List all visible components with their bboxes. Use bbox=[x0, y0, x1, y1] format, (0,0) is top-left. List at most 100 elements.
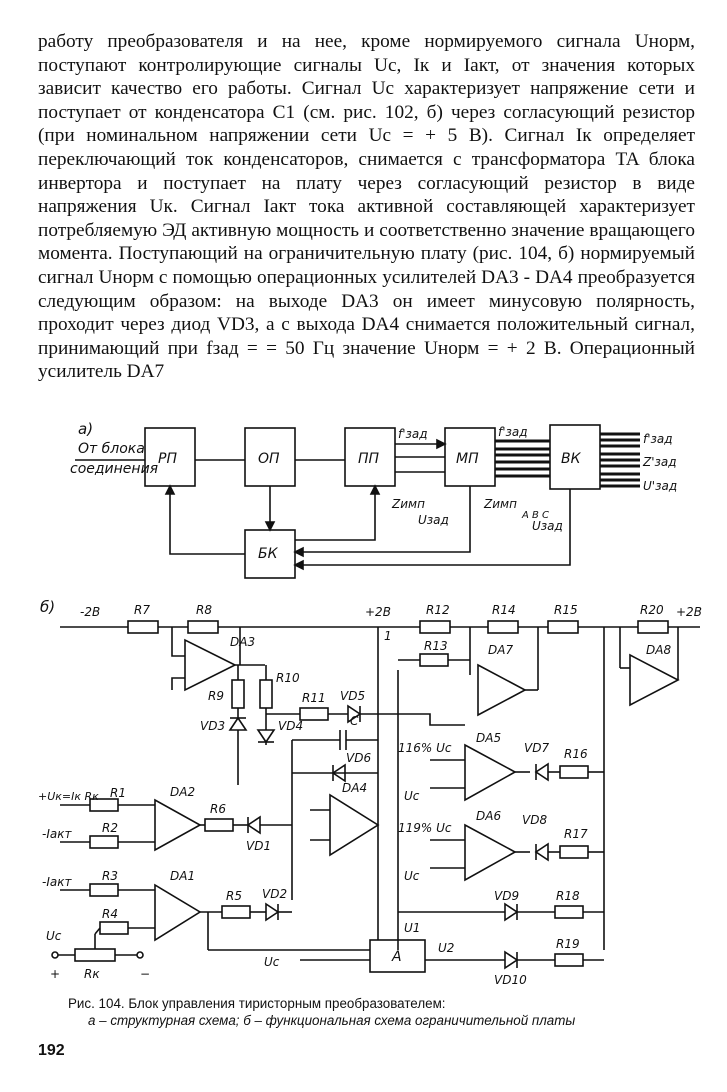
body-paragraph: работу преобразователя и на нее, кроме н… bbox=[38, 31, 695, 383]
resistor-r19 bbox=[554, 953, 584, 967]
label-vd2: VD2 bbox=[262, 887, 287, 901]
diode-vd4 bbox=[256, 729, 276, 744]
figure-104: а) От блока соединения РП ОП ПП МП ВК БК… bbox=[38, 420, 702, 987]
label-r12: R12 bbox=[426, 603, 450, 617]
resistor-r4 bbox=[99, 921, 129, 935]
opamp-da7 bbox=[477, 663, 527, 717]
label-da3: DA3 bbox=[230, 635, 255, 649]
diode-vd1 bbox=[246, 815, 261, 835]
resistor-r18 bbox=[554, 905, 584, 919]
input-iakt-1: -Iакт bbox=[42, 827, 72, 841]
label-da4: DA4 bbox=[342, 781, 367, 795]
block-diagram bbox=[75, 424, 640, 579]
label-r6: R6 bbox=[210, 802, 226, 816]
opamp-da3 bbox=[184, 638, 237, 692]
input-iakt-2: -Iакт bbox=[42, 875, 72, 889]
label-out-u: U'зад bbox=[643, 479, 677, 493]
opamp-da2 bbox=[154, 798, 202, 852]
block-vk bbox=[549, 424, 601, 490]
opamp-da5 bbox=[464, 743, 517, 802]
page-number: 192 bbox=[38, 1042, 65, 1059]
label-fzad: f'зад bbox=[398, 427, 428, 441]
label-abc-1: A B C bbox=[521, 510, 549, 521]
block-pp-label: ПП bbox=[358, 451, 380, 467]
node-1: 1 bbox=[384, 629, 392, 643]
ref-119-uc: 119% Uс bbox=[398, 821, 452, 835]
label-da7: DA7 bbox=[488, 643, 513, 657]
ref-uc-1: Uс bbox=[404, 789, 420, 803]
label-r13: R13 bbox=[424, 639, 448, 653]
resistor-r13 bbox=[419, 653, 449, 667]
input-uc: Uс bbox=[46, 929, 62, 943]
caption-subtitle: а – структурная схема; б – функциональна… bbox=[88, 1013, 576, 1028]
label-r5: R5 bbox=[226, 889, 242, 903]
resistor-r3 bbox=[89, 883, 119, 897]
label-r3: R3 bbox=[102, 869, 118, 883]
block-rp-label: РП bbox=[158, 451, 177, 467]
label-uzad-abc: Uзад bbox=[532, 519, 563, 533]
label-uzad-1: Uзад bbox=[418, 513, 449, 527]
label-vd9: VD9 bbox=[494, 889, 519, 903]
label-da8: DA8 bbox=[646, 643, 671, 657]
resistor-rk bbox=[74, 948, 116, 962]
resistor-r14 bbox=[487, 620, 519, 634]
label-r10: R10 bbox=[276, 671, 300, 685]
resistor-r6 bbox=[204, 818, 234, 832]
supply-minus2v: -2В bbox=[80, 605, 100, 619]
label-vd8: VD8 bbox=[522, 813, 547, 827]
ref-116-uc: 116% Uс bbox=[398, 741, 452, 755]
block-op-label: ОП bbox=[258, 451, 280, 467]
label-zimp-1: Zимп bbox=[391, 497, 425, 511]
label-r19: R19 bbox=[556, 937, 580, 951]
block-bk-label: БК bbox=[258, 546, 279, 562]
label-vd5: VD5 bbox=[340, 689, 365, 703]
input-uk: +Uк=Iк Rк bbox=[38, 790, 99, 803]
label-capacitor-c: C bbox=[350, 714, 359, 728]
input-minus: − bbox=[140, 967, 150, 981]
label-da1: DA1 bbox=[170, 869, 195, 883]
label-r8: R8 bbox=[196, 603, 212, 617]
label-r20: R20 bbox=[640, 603, 664, 617]
signal-u1: U1 bbox=[404, 921, 420, 935]
label-vd4: VD4 bbox=[278, 719, 303, 733]
panel-a-label: а) bbox=[78, 420, 93, 438]
label-vd10: VD10 bbox=[494, 973, 527, 987]
label-fzad-abc: f'зад bbox=[498, 425, 528, 439]
diode-vd2 bbox=[265, 902, 280, 922]
label-rk: Rк bbox=[84, 967, 100, 981]
signal-u2: U2 bbox=[438, 941, 454, 955]
diode-vd9 bbox=[504, 902, 519, 922]
label-vd6: VD6 bbox=[346, 751, 371, 765]
resistor-r11 bbox=[299, 707, 329, 721]
resistor-r20 bbox=[637, 620, 669, 634]
label-r18: R18 bbox=[556, 889, 580, 903]
resistor-r5 bbox=[221, 905, 251, 919]
label-r7: R7 bbox=[134, 603, 150, 617]
ref-uc-2: Uс bbox=[404, 869, 420, 883]
resistor-r10 bbox=[259, 679, 273, 709]
label-r15: R15 bbox=[554, 603, 578, 617]
caption-title: Рис. 104. Блок управления тиристорным пр… bbox=[68, 996, 446, 1011]
diode-vd3 bbox=[228, 716, 248, 731]
body-text: работу преобразователя и на нее, кроме н… bbox=[38, 30, 695, 384]
label-r11: R11 bbox=[302, 691, 326, 705]
input-label-2: соединения bbox=[70, 461, 158, 477]
input-label-1: От блока bbox=[78, 441, 145, 457]
label-r2: R2 bbox=[102, 821, 118, 835]
block-vk-label: ВК bbox=[561, 451, 582, 467]
input-plus: + bbox=[50, 967, 60, 981]
label-vd7: VD7 bbox=[524, 741, 549, 755]
label-r17: R17 bbox=[564, 827, 588, 841]
resistor-r2 bbox=[89, 835, 119, 849]
label-r16: R16 bbox=[564, 747, 588, 761]
resistor-r8 bbox=[187, 620, 219, 634]
opamp-da4 bbox=[329, 793, 380, 857]
label-out-f: f'зад bbox=[643, 432, 673, 446]
label-r1: R1 bbox=[110, 786, 126, 800]
label-out-z: Z'зад bbox=[642, 455, 677, 469]
schematic bbox=[51, 620, 700, 973]
resistor-r15 bbox=[547, 620, 579, 634]
label-r4: R4 bbox=[102, 907, 118, 921]
signal-uc: Uс bbox=[264, 955, 280, 969]
label-da6: DA6 bbox=[476, 809, 501, 823]
